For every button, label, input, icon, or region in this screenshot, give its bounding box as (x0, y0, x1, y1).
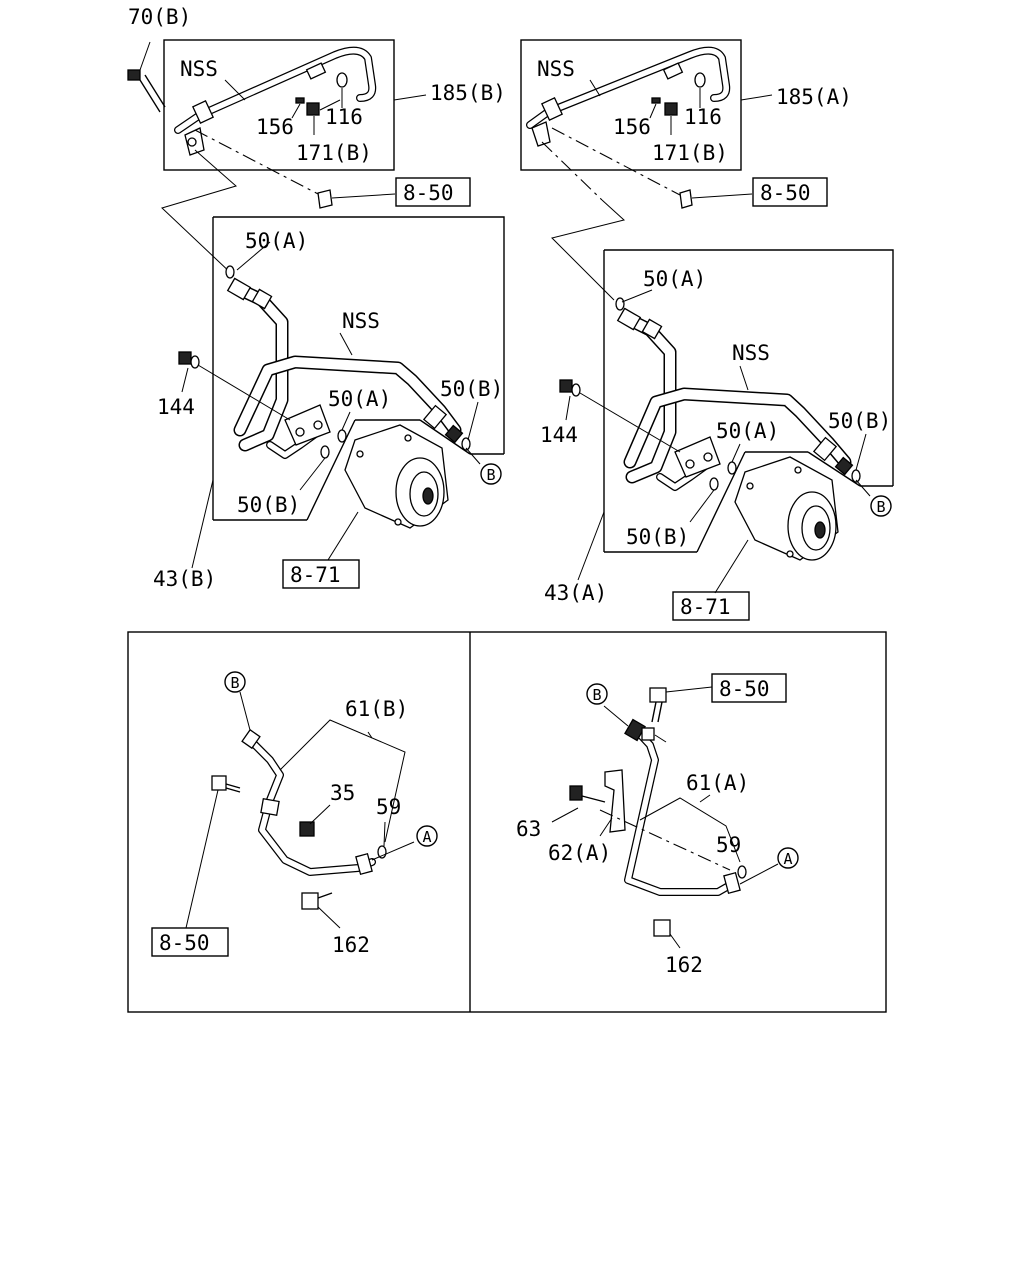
label-nss-3: NSS (537, 57, 575, 81)
label-156-a: 156 (256, 115, 294, 139)
label-50a-2: 50(A) (328, 387, 391, 411)
svg-text:B: B (592, 686, 601, 704)
marker-b-1 (480, 463, 502, 485)
label-50a-1: 50(A) (245, 229, 308, 253)
svg-text:A: A (422, 828, 431, 846)
label-43b: 43(B) (153, 567, 216, 591)
label-50a-3: 50(A) (643, 267, 706, 291)
label-8-71-a: 8-71 (290, 563, 341, 587)
label-59-a: 59 (376, 795, 401, 819)
manifold-block (284, 404, 331, 446)
o-ring-59-b (737, 865, 747, 879)
assembly-left (127, 39, 505, 569)
bolt-63 (569, 785, 583, 801)
label-62a: 62(A) (548, 841, 611, 865)
bolt-162-a (301, 892, 319, 910)
label-8-71-b: 8-71 (680, 595, 731, 619)
bolt-8-50-top-right (679, 189, 753, 209)
hose-assy-43b (226, 277, 464, 459)
o-ring-50a-1 (225, 265, 235, 279)
o-ring-116-b (694, 72, 706, 88)
label-8-50-a: 8-50 (403, 181, 454, 205)
nut-35 (299, 821, 315, 837)
label-59-b: 59 (716, 833, 741, 857)
label-185a: 185(A) (776, 85, 852, 109)
label-50b-2: 50(B) (237, 493, 300, 517)
marker-a-1 (416, 825, 438, 847)
inset-frame-185a (520, 39, 742, 171)
label-116-b: 116 (684, 105, 722, 129)
pipe-61b-assembly (211, 728, 387, 910)
o-ring-50b-1 (320, 445, 330, 459)
clamp (260, 797, 280, 817)
circle-markers: B B B B A A (224, 463, 892, 869)
label-156-b: 156 (613, 115, 651, 139)
marker-a-2 (777, 847, 799, 869)
label-171b-b: 171(B) (652, 141, 728, 165)
label-61b: 61(B) (345, 697, 408, 721)
label-162-b: 162 (665, 953, 703, 977)
label-61a: 61(A) (686, 771, 749, 795)
ref-box-8-71-b (672, 591, 750, 621)
marker-b-2 (870, 495, 892, 517)
label-162-a: 162 (332, 933, 370, 957)
marker-b-4 (586, 683, 608, 705)
ref-box-8-50-a (395, 177, 471, 207)
ref-box-8-50-b (752, 177, 828, 207)
o-ring-116 (336, 72, 348, 88)
label-144-a: 144 (157, 395, 195, 419)
label-50b-3: 50(B) (828, 409, 891, 433)
bolt-70b (127, 69, 166, 113)
compressor-left (344, 424, 449, 529)
hose-sleeve (191, 100, 215, 124)
ref-box-8-71-a (282, 559, 360, 589)
bolt-8-50-d (649, 687, 667, 703)
bolt-144-left (178, 351, 291, 421)
o-ring-50a-2 (337, 429, 347, 443)
bolt-8-50-top-left (317, 189, 396, 209)
bolt-162-b (653, 919, 671, 937)
label-50a-4: 50(A) (716, 419, 779, 443)
bolt-144-right (559, 379, 681, 453)
label-70b: 70(B) (128, 5, 191, 29)
fitting-nut (305, 62, 327, 80)
bottom-frame (127, 631, 887, 1013)
label-nss-2: NSS (342, 309, 380, 333)
label-50b-1: 50(B) (440, 377, 503, 401)
valve-core-156 (295, 97, 305, 104)
label-50b-4: 50(B) (626, 525, 689, 549)
marker-b-3 (224, 671, 246, 693)
ref-box-8-50-d (711, 673, 787, 703)
svg-text:B: B (486, 466, 495, 484)
svg-text:A: A (783, 850, 792, 868)
label-nss-1: NSS (180, 57, 218, 81)
ref-box-8-50-c (151, 927, 229, 957)
label-8-50-d: 8-50 (719, 677, 770, 701)
label-8-50-b: 8-50 (760, 181, 811, 205)
svg-text:B: B (230, 674, 239, 692)
label-185b: 185(B) (430, 81, 506, 105)
svg-text:B: B (876, 498, 885, 516)
label-116-a: 116 (325, 105, 363, 129)
label-63: 63 (516, 817, 541, 841)
label-144-b: 144 (540, 423, 578, 447)
pipe-61a-assembly (569, 687, 747, 937)
o-ring-50b-2 (461, 437, 471, 451)
label-nss-4: NSS (732, 341, 770, 365)
label-171b-a: 171(B) (296, 141, 372, 165)
cap-171b (306, 102, 320, 116)
hose-assy-43a (616, 307, 854, 491)
label-35: 35 (330, 781, 355, 805)
labels: 70(B) NSS 185(B) 116 156 171(B) 8-50 50(… (128, 5, 891, 977)
compressor-right (734, 456, 839, 561)
label-8-50-c: 8-50 (159, 931, 210, 955)
assembly-right (520, 39, 894, 594)
label-43a: 43(A) (544, 581, 607, 605)
bracket-62a (604, 769, 626, 833)
